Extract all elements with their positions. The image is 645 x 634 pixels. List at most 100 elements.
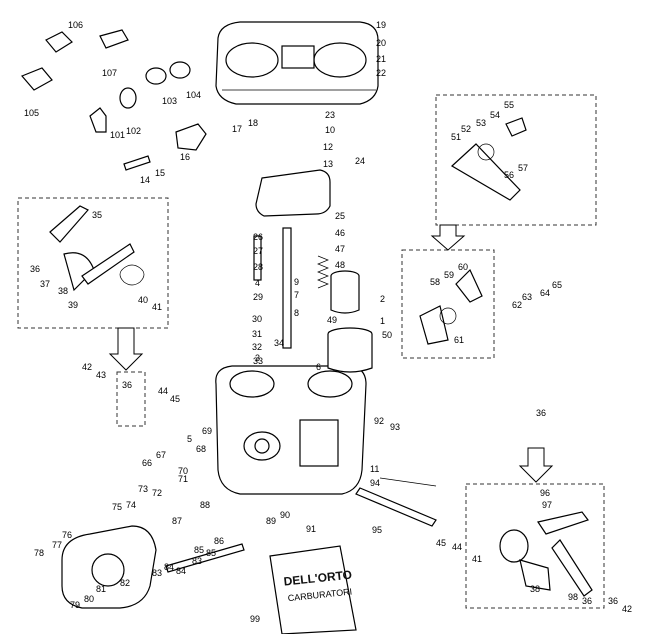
callout-86: 86 (214, 536, 224, 546)
callout-96: 96 (540, 488, 550, 498)
callout-87: 87 (172, 516, 182, 526)
label-36-duplicate-a: 36 (122, 380, 132, 390)
callout-95: 95 (372, 525, 382, 535)
callout-30: 30 (252, 314, 262, 324)
callout-79: 79 (70, 600, 80, 610)
callout-23: 23 (325, 110, 335, 120)
callout-9: 9 (294, 277, 299, 287)
callout-29: 29 (253, 292, 263, 302)
callout-46: 46 (335, 228, 345, 238)
callout-62: 62 (512, 300, 522, 310)
callout-107: 107 (102, 68, 117, 78)
top-cover (215, 21, 379, 105)
arrow-down-top-right (430, 224, 466, 251)
callout-66: 66 (142, 458, 152, 468)
callout-28: 28 (253, 262, 263, 272)
callout-53: 53 (476, 118, 486, 128)
label-36-duplicate-c: 36 (582, 596, 592, 606)
callout-99: 99 (250, 614, 260, 624)
callout-18: 18 (248, 118, 258, 128)
callout-102: 102 (126, 126, 141, 136)
label-36-duplicate-b: 36 (536, 408, 546, 418)
callout-50: 50 (382, 330, 392, 340)
label-85-duplicate: 85 (206, 548, 216, 558)
callout-69: 69 (202, 426, 212, 436)
callout-13: 13 (323, 159, 333, 169)
callout-38: 38 (58, 286, 68, 296)
detail-box-small (116, 371, 146, 427)
callout-37: 37 (40, 279, 50, 289)
callout-33: 33 (253, 356, 263, 366)
callout-39: 39 (68, 300, 78, 310)
callout-73: 73 (138, 484, 148, 494)
callout-4: 4 (255, 278, 260, 288)
callout-90: 90 (280, 510, 290, 520)
callout-84: 84 (164, 562, 174, 572)
callout-36: 36 (30, 264, 40, 274)
callout-26: 26 (253, 232, 263, 242)
arrow-down-bottom-right (518, 447, 554, 483)
callout-17: 17 (232, 124, 242, 134)
callout-104: 104 (186, 90, 201, 100)
callout-layer: 1234567891011121314151617181920212223242… (24, 20, 578, 624)
callout-67: 67 (156, 450, 166, 460)
callout-70: 70 (178, 466, 188, 476)
needle-column (253, 227, 329, 349)
callout-10: 10 (325, 125, 335, 135)
callout-34: 34 (274, 338, 284, 348)
callout-57: 57 (518, 163, 528, 173)
callout-32: 32 (252, 342, 262, 352)
callout-81: 81 (96, 584, 106, 594)
callout-94: 94 (370, 478, 380, 488)
callout-11: 11 (370, 464, 379, 474)
throttle-spindle (165, 477, 437, 573)
callout-76: 76 (62, 530, 72, 540)
callout-20: 20 (376, 38, 386, 48)
callout-43: 43 (96, 370, 106, 380)
callout-40: 40 (138, 295, 148, 305)
callout-12: 12 (323, 142, 333, 152)
callout-14: 14 (140, 175, 150, 185)
label-41-duplicate: 41 (472, 554, 482, 564)
callout-44: 44 (158, 386, 168, 396)
label-44-duplicate: 44 (452, 542, 462, 552)
callout-78: 78 (34, 548, 44, 558)
callout-7: 7 (294, 290, 299, 300)
label-42-duplicate: 42 (622, 604, 632, 614)
callout-61: 61 (454, 335, 464, 345)
callout-85: 85 (194, 545, 204, 555)
label-84-duplicate: 84 (176, 566, 186, 576)
callout-65: 65 (552, 280, 562, 290)
callout-25: 25 (335, 211, 345, 221)
label-36-duplicate-d: 36 (608, 596, 618, 606)
callout-74: 74 (126, 500, 136, 510)
callout-3: 3 (255, 353, 260, 363)
detail-box-bottom-right (465, 483, 605, 609)
float-chamber-cover (61, 525, 157, 609)
callout-47: 47 (335, 244, 345, 254)
callout-15: 15 (155, 168, 165, 178)
callout-77: 77 (52, 540, 62, 550)
top-right-detail-linkage (450, 117, 527, 201)
callout-92: 92 (374, 416, 384, 426)
label-83-duplicate: 83 (192, 556, 202, 566)
callout-52: 52 (461, 124, 471, 134)
mid-right-detail-linkage (419, 268, 483, 345)
callout-63: 63 (522, 292, 532, 302)
callout-41: 41 (152, 302, 162, 312)
callout-49: 49 (327, 315, 337, 325)
callout-72: 72 (152, 488, 162, 498)
callout-101: 101 (110, 130, 125, 140)
callout-55: 55 (504, 100, 514, 110)
callout-35: 35 (92, 210, 102, 220)
callout-21: 21 (376, 54, 386, 64)
callout-5: 5 (187, 434, 192, 444)
callout-48: 48 (335, 260, 345, 270)
banjo-fittings (20, 29, 207, 171)
label-38-duplicate: 38 (530, 584, 540, 594)
callout-91: 91 (306, 524, 316, 534)
callout-98: 98 (568, 592, 578, 602)
callout-19: 19 (376, 20, 386, 30)
callout-8: 8 (294, 308, 299, 318)
